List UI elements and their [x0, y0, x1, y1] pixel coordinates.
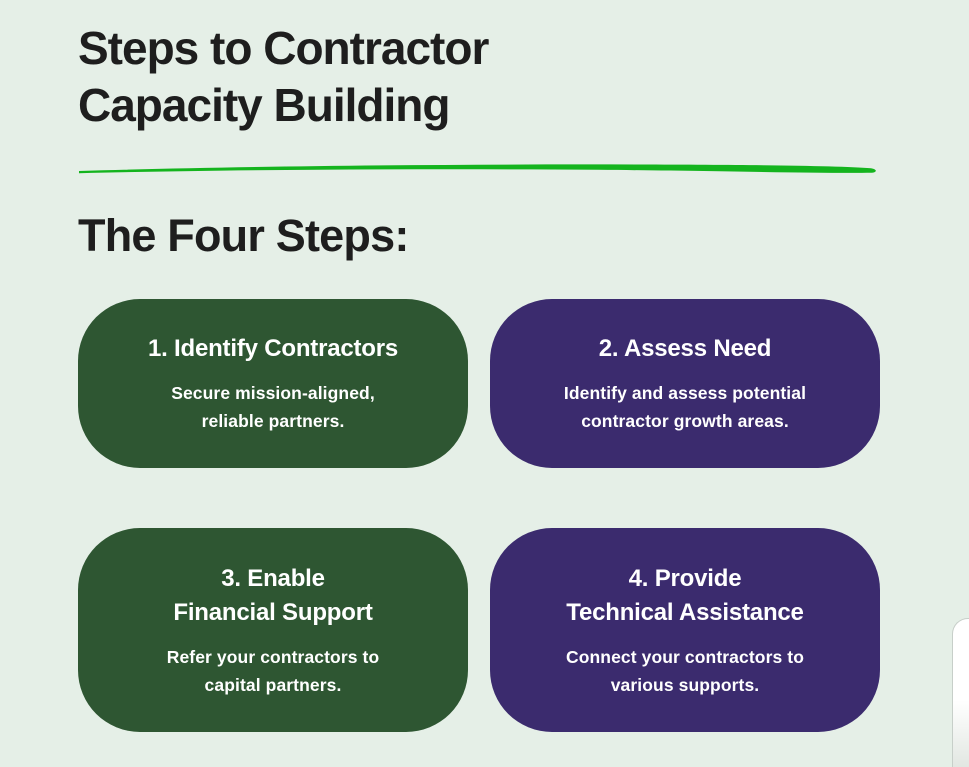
step-1-desc-line-2: reliable partners.	[201, 411, 345, 431]
step-2-description: Identify and assess potential contractor…	[564, 379, 806, 435]
section-heading: The Four Steps:	[78, 210, 409, 261]
step-1-title-line-1: 1. Identify Contractors	[147, 335, 399, 362]
step-1-desc-line-1: Secure mission-aligned,	[171, 383, 375, 403]
step-card-4: 4. Provide Technical Assistance Connect …	[490, 528, 880, 732]
step-3-desc-line-2: capital partners.	[204, 674, 342, 695]
step-card-2: 2. Assess Need Identify and assess poten…	[490, 299, 880, 468]
accent-underline	[79, 164, 876, 174]
step-2-title-line-1: 2. Assess Need	[598, 335, 772, 362]
step-4-title-line-1: 4. Provide	[628, 564, 742, 592]
step-4-title: 4. Provide Technical Assistance	[566, 562, 804, 630]
step-4-title-line-2: Technical Assistance	[566, 598, 804, 626]
page-title: Steps to Contractor Capacity Building	[78, 20, 489, 134]
step-3-description: Refer your contractors to capital partne…	[167, 643, 380, 699]
step-4-description: Connect your contractors to various supp…	[566, 643, 804, 699]
step-4-desc-line-1: Connect your contractors to	[565, 646, 804, 667]
step-1-description: Secure mission-aligned, reliable partner…	[171, 379, 375, 435]
step-3-title-line-2: Financial Support	[173, 598, 373, 626]
step-card-3: 3. Enable Financial Support Refer your c…	[78, 528, 468, 732]
step-3-desc-line-1: Refer your contractors to	[166, 646, 380, 667]
step-2-desc-line-1: Identify and assess potential	[563, 383, 807, 403]
step-3-title: 3. Enable Financial Support	[173, 562, 372, 630]
bottom-right-widget[interactable]	[952, 618, 969, 767]
step-2-title: 2. Assess Need	[598, 332, 772, 366]
page-title-line-2: Capacity Building	[78, 79, 450, 131]
step-3-title-line-1: 3. Enable	[221, 564, 325, 592]
step-1-title: 1. Identify Contractors	[148, 332, 398, 366]
step-card-1: 1. Identify Contractors Secure mission-a…	[78, 299, 468, 468]
step-2-desc-line-2: contractor growth areas.	[581, 411, 789, 431]
page-title-line-1: Steps to Contractor	[78, 22, 489, 74]
step-4-desc-line-2: various supports.	[610, 674, 760, 695]
